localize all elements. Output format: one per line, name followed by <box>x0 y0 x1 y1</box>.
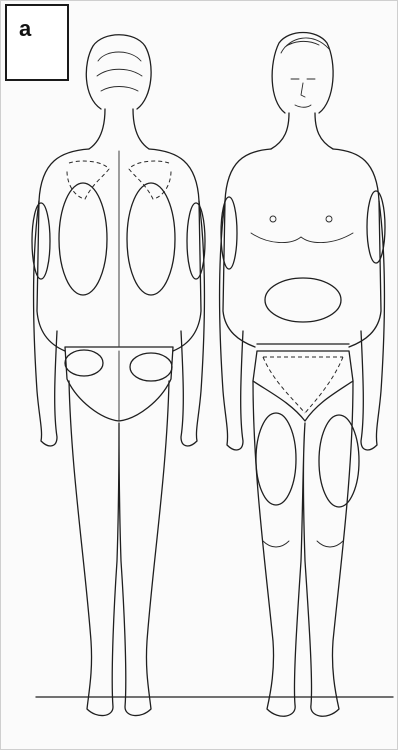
front-right-nipple <box>326 216 332 222</box>
front-face-features <box>291 79 315 107</box>
front-left-arm <box>220 201 244 450</box>
front-view-figure <box>220 33 386 717</box>
back-view-figure <box>32 35 205 716</box>
back-right-buttock-zone <box>130 353 172 381</box>
front-left-nipple <box>270 216 276 222</box>
back-right-arm <box>181 201 205 446</box>
front-neck <box>271 113 333 149</box>
back-hair-lines <box>97 52 142 91</box>
front-legs <box>253 381 353 716</box>
panel-label-box: a <box>5 4 69 81</box>
front-left-thigh-zone <box>256 413 296 505</box>
back-left-buttock-zone <box>65 350 103 376</box>
front-briefs-dashed <box>263 357 343 413</box>
front-torso-outline <box>223 149 381 347</box>
front-chest-lines <box>251 233 353 243</box>
back-head-outline <box>86 35 151 109</box>
front-right-arm <box>361 201 385 450</box>
front-hair <box>281 38 329 53</box>
back-left-arm <box>34 201 58 446</box>
back-right-flank-zone <box>127 183 175 295</box>
back-neck <box>89 109 149 149</box>
front-left-upper-arm-zone <box>221 197 237 269</box>
back-legs <box>69 381 169 716</box>
front-abdomen-zone <box>265 278 341 322</box>
back-scapula-left-dashed <box>67 161 109 199</box>
panel-label: a <box>19 16 31 42</box>
front-right-thigh-zone <box>319 415 359 507</box>
back-left-flank-zone <box>59 183 107 295</box>
front-knees <box>263 541 343 547</box>
